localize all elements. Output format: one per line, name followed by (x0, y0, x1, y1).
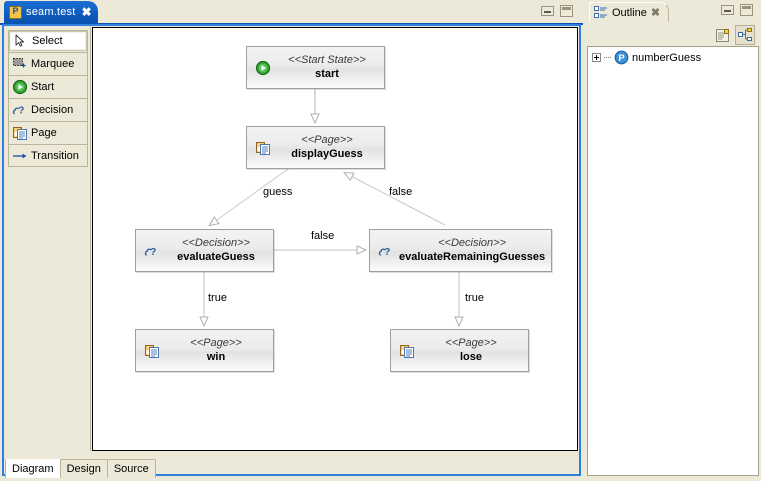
expand-icon[interactable] (592, 53, 601, 62)
page-icon (144, 343, 160, 359)
palette-divider (9, 98, 87, 99)
node-label: win (206, 350, 226, 363)
node-label: start (315, 67, 339, 80)
node-stereotype: <<Page>> (190, 337, 242, 350)
palette-item-label: Select (32, 35, 63, 47)
node-stereotype: <<Page>> (445, 337, 497, 350)
palette-item-select[interactable]: Select (9, 31, 87, 51)
node-stereotype: <<Start State>> (288, 54, 366, 67)
hierarchy-tree-icon[interactable] (735, 25, 755, 45)
node-label: lose (459, 350, 482, 363)
minimize-icon[interactable] (721, 5, 734, 15)
edge-label-true-lose: true (465, 292, 484, 304)
palette-divider (9, 75, 87, 76)
node-label: evaluateGuess (177, 250, 255, 263)
close-icon[interactable]: ✖ (81, 5, 92, 19)
pane-divider[interactable] (583, 0, 585, 481)
maximize-icon[interactable] (560, 5, 573, 17)
palette-item-list: Select Marquee (8, 30, 88, 167)
outline-tree[interactable]: P numberGuess (587, 46, 759, 476)
tree-item-label: numberGuess (632, 51, 702, 64)
diagram-node-start[interactable]: <<Start State>> start (246, 46, 385, 89)
maximize-icon[interactable] (740, 4, 753, 16)
tab-source[interactable]: Source (106, 459, 156, 478)
svg-text:P: P (618, 53, 625, 64)
palette-item-decision[interactable]: ? Decision (9, 100, 87, 120)
palette-item-page[interactable]: Page (9, 123, 87, 143)
palette-divider (9, 144, 87, 145)
palette-item-label: Start (31, 81, 55, 93)
outline-window-buttons (721, 4, 753, 16)
palette-item-label: Transition (31, 150, 79, 162)
process-package-icon: P (614, 50, 629, 65)
diagram-node-evaluateRemainingGuesses[interactable]: ? <<Decision>> evaluateRemainingGuesses (369, 229, 552, 272)
decision-icon: ? (378, 243, 394, 259)
editor-tab-seam-test[interactable]: seam.test ✖ (4, 1, 98, 23)
diagram-canvas[interactable]: <<Start State>> start <<Page>> (92, 27, 578, 451)
decision-icon: ? (144, 243, 160, 259)
node-label: evaluateRemainingGuesses (399, 250, 546, 263)
minimize-icon[interactable] (541, 6, 554, 16)
editor-palette: Select Marquee (5, 27, 91, 451)
diagram-node-win[interactable]: <<Page>> win (135, 329, 274, 372)
tree-item-numberGuess[interactable]: P numberGuess (588, 47, 758, 65)
edge-evaluateRemainingGuesses-to-displayGuess (343, 171, 446, 226)
edge-label-false-next: false (311, 230, 335, 242)
tab-source-label: Source (113, 463, 149, 475)
palette-item-label: Marquee (31, 58, 75, 70)
diagram-node-lose[interactable]: <<Page>> lose (390, 329, 529, 372)
cursor-arrow-icon (13, 33, 29, 49)
outline-view-icon (594, 6, 608, 19)
svg-text:?: ? (384, 245, 390, 257)
node-stereotype: <<Decision>> (438, 237, 506, 250)
editor-tab-label: seam.test (26, 6, 76, 18)
palette-item-start[interactable]: Start (9, 77, 87, 97)
page-icon (255, 140, 271, 156)
edge-label-guess: guess (263, 186, 293, 198)
diagram-node-displayGuess[interactable]: <<Page>> displayGuess (246, 126, 385, 169)
outline-view-window: Outline ✖ (585, 0, 761, 481)
palette-divider (9, 52, 87, 53)
outline-toolbar (587, 24, 759, 46)
tab-design-label: Design (66, 463, 101, 475)
page-icon (399, 343, 415, 359)
marquee-select-icon (12, 56, 28, 72)
editor-page-tabs: Diagram Design Source (5, 459, 156, 478)
outline-tab[interactable]: Outline ✖ (589, 2, 670, 22)
palette-item-transition[interactable]: Transition (9, 146, 87, 166)
palette-item-marquee[interactable]: Marquee (9, 54, 87, 74)
diagram-node-evaluateGuess[interactable]: ? <<Decision>> evaluateGuess (135, 229, 274, 272)
tree-connector-line (604, 56, 611, 59)
tab-design[interactable]: Design (59, 459, 108, 478)
tab-diagram-label: Diagram (12, 463, 54, 475)
svg-text:?: ? (150, 245, 156, 257)
node-label: displayGuess (291, 147, 363, 160)
outline-tab-bar: Outline ✖ (585, 0, 761, 22)
start-state-icon (12, 79, 28, 95)
palette-item-label: Page (31, 127, 57, 139)
outline-tab-label: Outline (612, 6, 647, 19)
diagram-editor-window: seam.test ✖ Select (0, 0, 583, 481)
tab-diagram[interactable]: Diagram (5, 459, 61, 478)
show-properties-icon[interactable] (713, 25, 733, 45)
palette-divider (9, 121, 87, 122)
editor-tab-bar: seam.test ✖ (0, 0, 583, 25)
palette-item-label: Decision (31, 104, 74, 116)
edge-displayGuess-to-evaluateGuess (208, 168, 289, 227)
svg-text:?: ? (18, 106, 24, 117)
decision-icon: ? (12, 102, 28, 118)
node-stereotype: <<Page>> (301, 134, 353, 147)
node-stereotype: <<Decision>> (182, 237, 250, 250)
start-state-icon (255, 60, 271, 76)
transition-arrow-icon (12, 148, 28, 164)
close-icon[interactable]: ✖ (650, 6, 661, 19)
diagram-connections (199, 89, 464, 328)
edge-label-false-return: false (389, 186, 413, 198)
edge-label-true-win: true (208, 292, 227, 304)
page-icon (12, 125, 28, 141)
process-file-icon (9, 5, 22, 19)
editor-window-buttons (541, 5, 573, 17)
